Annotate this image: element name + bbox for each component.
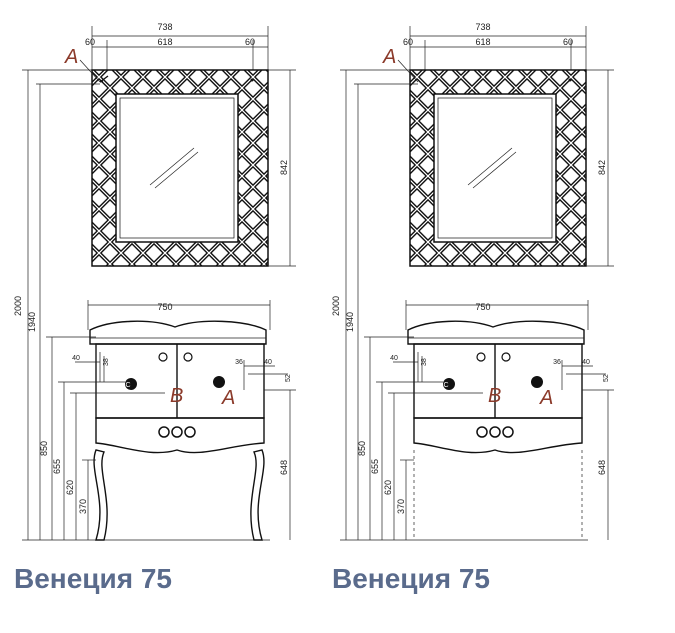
mark-b: B <box>488 385 501 407</box>
dim-40-right: 40 <box>264 359 272 366</box>
mark-a-cabinet: A <box>221 387 235 409</box>
tap-hole-right <box>501 352 511 362</box>
dim-52-right: 52 <box>603 374 610 382</box>
height-620-label: 620 <box>65 480 75 495</box>
drawing-left: 738 618 60 60 842 A 2000 1940 750 <box>13 22 296 594</box>
drain-c-icon <box>125 378 137 390</box>
tap-hole-right <box>183 352 193 362</box>
mirror-side-right-label: 60 <box>245 37 255 47</box>
mark-a-mirror: A <box>382 46 396 68</box>
mark-c: C <box>125 382 130 389</box>
product-title: Венеция 75 <box>332 563 490 594</box>
height-2000-label: 2000 <box>331 296 341 316</box>
height-850-label: 850 <box>39 441 49 456</box>
drain-c-icon <box>443 378 455 390</box>
height-655-label: 655 <box>370 459 380 474</box>
leg-left <box>93 449 108 541</box>
mirror-glass <box>433 93 557 243</box>
water-a-icon <box>531 376 543 388</box>
mirror-width-label: 738 <box>157 22 172 32</box>
dim-52-right: 52 <box>285 374 292 382</box>
vanity-countertop <box>407 320 585 345</box>
height-648-label: 648 <box>597 460 607 475</box>
height-648-label: 648 <box>279 460 289 475</box>
dim-38-left: 38 <box>103 358 110 366</box>
height-655-label: 655 <box>52 459 62 474</box>
mirror-height-label: 842 <box>597 160 607 175</box>
mirror-inner-label: 618 <box>157 37 172 47</box>
height-850-label: 850 <box>357 441 367 456</box>
dim-38-left: 38 <box>421 358 428 366</box>
height-370-label: 370 <box>78 499 88 514</box>
mirror-width-label: 738 <box>475 22 490 32</box>
vanity-drawer <box>95 417 265 454</box>
drawing-right: 738 618 60 60 842 A 2000 1940 750 <box>331 22 614 594</box>
tap-hole-left <box>476 352 486 362</box>
product-title: Венеция 75 <box>14 563 172 594</box>
dim-36-right: 36 <box>235 359 243 366</box>
drawer-handle <box>158 426 196 438</box>
height-2000-label: 2000 <box>13 296 23 316</box>
height-1940-label: 1940 <box>345 312 355 332</box>
water-a-icon <box>213 376 225 388</box>
leg-right <box>250 449 265 541</box>
mirror-inner-label: 618 <box>475 37 490 47</box>
mark-a-cabinet: A <box>539 387 553 409</box>
height-370-label: 370 <box>396 499 406 514</box>
vanity-width-label: 750 <box>157 302 172 312</box>
drawer-handle <box>476 426 514 438</box>
mirror-side-left-label: 60 <box>85 37 95 47</box>
vanity-width-label: 750 <box>475 302 490 312</box>
tap-hole-left <box>158 352 168 362</box>
mark-c: C <box>443 382 448 389</box>
mark-a-mirror: A <box>64 46 78 68</box>
dim-40-left: 40 <box>390 355 398 362</box>
dim-40-right: 40 <box>582 359 590 366</box>
vanity-drawer <box>413 417 583 454</box>
mirror-height-label: 842 <box>279 160 289 175</box>
dim-36-right: 36 <box>553 359 561 366</box>
dim-40-left: 40 <box>72 355 80 362</box>
vanity-countertop <box>89 320 267 345</box>
mirror-side-left-label: 60 <box>403 37 413 47</box>
mark-b: B <box>170 385 183 407</box>
mirror-side-right-label: 60 <box>563 37 573 47</box>
height-1940-label: 1940 <box>27 312 37 332</box>
mirror-glass <box>115 93 239 243</box>
height-620-label: 620 <box>383 480 393 495</box>
